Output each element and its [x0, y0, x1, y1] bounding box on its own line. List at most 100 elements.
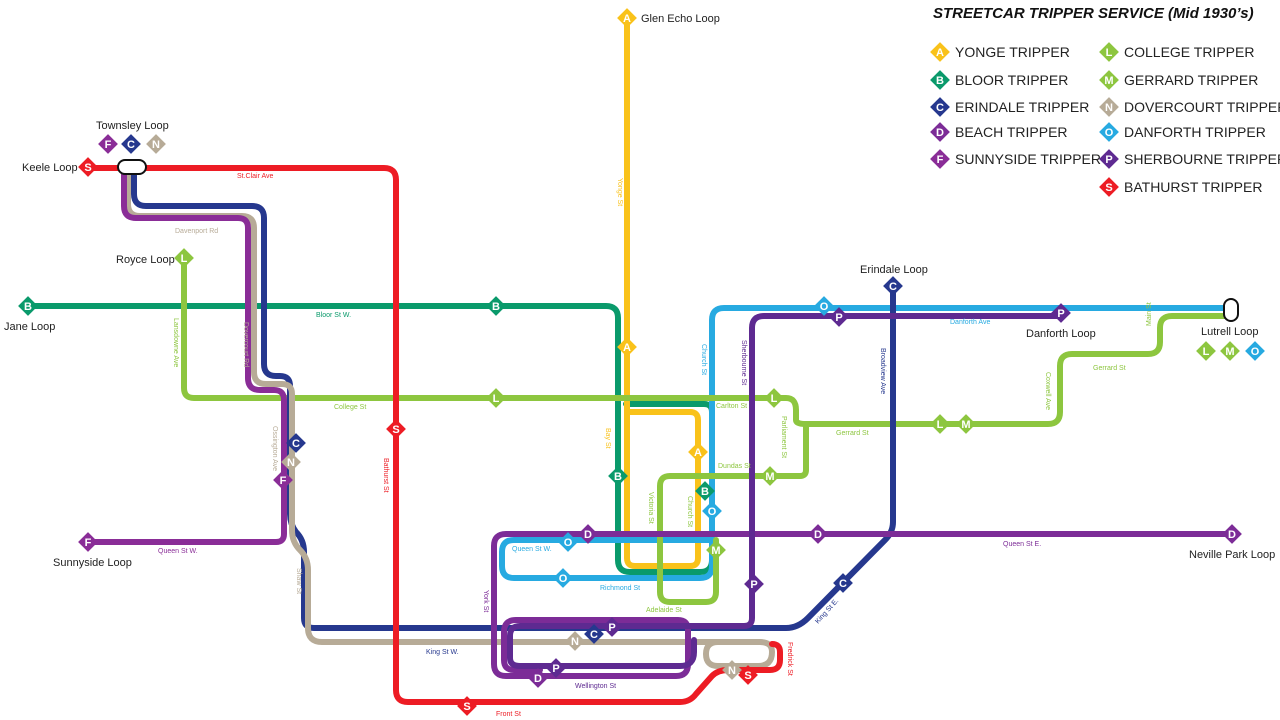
route-marker-diamond [744, 574, 764, 594]
route-marker-danforth: O [553, 568, 573, 588]
street-sherbourne: Sherbourne St [740, 340, 747, 385]
legend-name-dovercourt: DOVERCOURT TRIPPER [1124, 99, 1280, 115]
legend-name-bloor: BLOOR TRIPPER [955, 72, 1068, 88]
street-gerrard-east: Gerrard St [1093, 365, 1126, 372]
route-line-danforth [499, 305, 1233, 581]
legend-item-danforth: O DANFORTH TRIPPER [1099, 122, 1266, 142]
route-marker-sunnyside: F [273, 470, 293, 490]
street-church-north: Church St [700, 344, 707, 375]
route-marker-erindale: C [286, 433, 306, 453]
route-marker-letter: N [571, 636, 579, 648]
loop-label-glen-echo: Glen Echo Loop [641, 13, 720, 25]
route-marker-diamond [457, 696, 477, 716]
loop-label-danforth: Danforth Loop [1026, 328, 1096, 340]
route-marker-danforth: O [814, 296, 834, 316]
legend-name-beach: BEACH TRIPPER [955, 124, 1068, 140]
legend-badge-letter-bloor: B [936, 75, 944, 87]
route-marker-letter: D [814, 529, 822, 541]
route-marker-erindale: C [883, 276, 903, 296]
route-marker-letter: M [711, 545, 720, 557]
route-marker-letter: C [839, 578, 847, 590]
route-marker-diamond [273, 470, 293, 490]
loop-label-jane: Jane Loop [4, 321, 55, 333]
route-marker-letter: N [728, 665, 736, 677]
route-marker-letter: L [771, 393, 778, 405]
route-marker-dovercourt: N [146, 134, 166, 154]
route-marker-beach: D [578, 524, 598, 544]
route-marker-letter: A [623, 342, 631, 354]
route-marker-letter: O [559, 573, 568, 585]
street-coxwell: Coxwell Ave [1044, 372, 1051, 410]
route-marker-sherbourne: P [546, 658, 566, 678]
route-marker-letter: A [694, 447, 702, 459]
route-marker-letter: B [701, 486, 709, 498]
route-marker-diamond [386, 419, 406, 439]
route-marker-diamond [546, 658, 566, 678]
route-marker-letter: C [127, 139, 135, 151]
route-marker-letter: M [1225, 346, 1234, 358]
route-marker-diamond [286, 433, 306, 453]
street-dundas: Dundas St [718, 463, 751, 470]
route-marker-diamond [18, 296, 38, 316]
route-marker-diamond [738, 665, 758, 685]
legend-item-dovercourt: N DOVERCOURT TRIPPER [1099, 97, 1280, 117]
route-marker-erindale: C [121, 134, 141, 154]
route-marker-letter: O [708, 506, 717, 518]
route-marker-erindale: C [584, 624, 604, 644]
legend-name-yonge: YONGE TRIPPER [955, 44, 1070, 60]
route-marker-diamond [608, 466, 628, 486]
map-title: STREETCAR TRIPPER SERVICE (Mid 1930’s) [933, 5, 1254, 22]
street-bay: Bay St [604, 428, 611, 449]
route-marker-danforth: O [1245, 341, 1265, 361]
route-marker-letter: P [1057, 308, 1064, 320]
route-marker-diamond [1196, 341, 1216, 361]
route-marker-sherbourne: P [1051, 303, 1071, 323]
route-marker-diamond [814, 296, 834, 316]
route-marker-letter: M [765, 471, 774, 483]
legend-name-danforth: DANFORTH TRIPPER [1124, 124, 1266, 140]
lutrell-loop-terminal [1223, 298, 1239, 322]
route-marker-diamond [486, 296, 506, 316]
street-bathurst: Bathurst St [382, 458, 389, 493]
route-marker-diamond [829, 307, 849, 327]
route-marker-diamond [1222, 524, 1242, 544]
route-marker-diamond [722, 660, 742, 680]
route-marker-dovercourt: N [281, 452, 301, 472]
legend-badge-letter-gerrard: M [1104, 75, 1113, 87]
route-marker-beach: D [1222, 524, 1242, 544]
street-victoria: Victoria St [647, 492, 654, 524]
route-marker-letter: D [1228, 529, 1236, 541]
route-marker-diamond [602, 617, 622, 637]
street-danforth-ave: Danforth Ave [950, 319, 990, 326]
route-marker-letter: L [493, 393, 500, 405]
route-marker-bloor: B [486, 296, 506, 316]
route-marker-diamond [706, 540, 726, 560]
route-marker-sherbourne: P [602, 617, 622, 637]
route-marker-diamond [146, 134, 166, 154]
street-st-clair: St.Clair Ave [237, 173, 274, 180]
street-fredrick: Fredrick St [786, 642, 793, 676]
legend-item-sunnyside: F SUNNYSIDE TRIPPER [930, 149, 1101, 169]
route-marker-letter: N [152, 139, 160, 151]
street-dovercourt: Dovercourt Rd [242, 322, 249, 367]
route-marker-letter: P [835, 312, 842, 324]
route-marker-letter: C [292, 438, 300, 450]
legend-name-college: COLLEGE TRIPPER [1124, 44, 1254, 60]
route-marker-letter: O [564, 537, 573, 549]
street-york: York St [482, 590, 489, 612]
legend-item-beach: D BEACH TRIPPER [930, 122, 1068, 142]
legend-badge-college [1099, 42, 1119, 62]
route-marker-danforth: O [702, 501, 722, 521]
loop-label-neville-park: Neville Park Loop [1189, 549, 1275, 561]
route-line-sunnyside [89, 167, 287, 545]
route-marker-bloor: B [608, 466, 628, 486]
route-marker-college: L [930, 414, 950, 434]
route-marker-diamond [956, 414, 976, 434]
route-marker-gerrard: M [706, 540, 726, 560]
street-queen-east: Queen St E. [1003, 541, 1041, 548]
route-line-beach [491, 531, 1235, 679]
route-marker-diamond [281, 452, 301, 472]
route-marker-dovercourt: N [565, 631, 585, 651]
